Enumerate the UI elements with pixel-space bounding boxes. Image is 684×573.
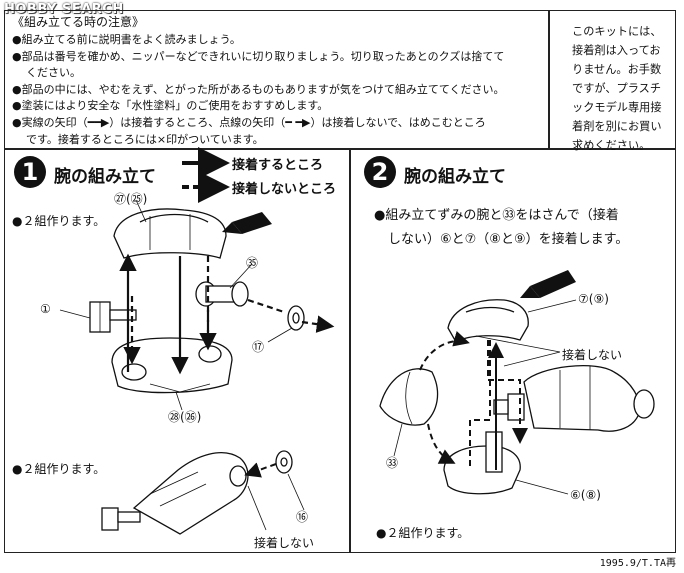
caution-bullet: ●組み立てる前に説明書をよく読みましょう。 bbox=[12, 33, 241, 46]
legend-glue-label: 接着するところ bbox=[232, 158, 324, 173]
step1-note-bottom: ●２組作ります。 bbox=[12, 462, 106, 476]
step2-title: 腕の組み立て bbox=[404, 167, 506, 187]
step2-assembled-arm bbox=[493, 365, 655, 432]
part-16-label: ⑯ bbox=[296, 510, 309, 524]
step1-note-top: ●２組作ります。 bbox=[12, 214, 106, 228]
caution-bullet: ●実線の矢印（━━▶）は接着するところ、点線の矢印（━ ━▶）は接着しないで、は… bbox=[12, 115, 486, 129]
step1-bottom-arrows bbox=[244, 462, 305, 531]
part-35-label: ㉟ bbox=[246, 256, 259, 270]
step1-number: 1 bbox=[14, 156, 46, 188]
step2-caution-arrow bbox=[520, 270, 576, 298]
step1-upper-arm-shell bbox=[113, 208, 227, 259]
caution-box bbox=[4, 10, 676, 150]
step2-panel bbox=[350, 148, 676, 553]
print-date-code: 1995.9/T.TA再 bbox=[599, 558, 676, 569]
step1-part-17-cap bbox=[287, 305, 305, 331]
part-17-label: ⑰ bbox=[252, 340, 265, 354]
caution-bullet: ●部品は番号を確かめ、ニッパーなどできれいに切り取りましょう。切り取ったあとのク… bbox=[12, 49, 505, 63]
step2-part-6-shell bbox=[443, 431, 521, 495]
step2-part-33-cone bbox=[379, 368, 439, 426]
step1-caution-arrow bbox=[222, 212, 272, 234]
step1-lower-arm-shell bbox=[111, 337, 233, 394]
caution-bullet: ●部品の中には、やむをえず、とがった所があるものもありますが気をつけて組み立てて… bbox=[12, 82, 505, 96]
step1-part-35-joint bbox=[195, 281, 249, 307]
part-7-label: ⑦(⑨) bbox=[578, 292, 609, 306]
caution-bullet: ●塗装にはより安全な「水性塗料」のご使用をおすすめします。 bbox=[12, 99, 329, 113]
caution-bullet: ください。 bbox=[26, 66, 81, 80]
step1-noglue-label: 接着しない bbox=[254, 536, 315, 550]
part-1-label: ① bbox=[40, 302, 51, 316]
caution-box-divider bbox=[548, 10, 550, 150]
step2-assembly-arrows bbox=[419, 331, 528, 470]
step1-panel bbox=[4, 148, 350, 553]
step1-leader-lines bbox=[59, 199, 293, 411]
step2-note-bottom: ●２組作ります。 bbox=[376, 526, 470, 540]
part-33-label: ㉝ bbox=[386, 456, 399, 470]
caution-bullet: です。接着するところには×印がついています。 bbox=[26, 132, 264, 146]
step2-part-7-shell bbox=[447, 299, 529, 343]
step2-note-line1: ●組み立てずみの腕と㉝をはさんで（接着 bbox=[374, 208, 619, 223]
step1-assembled-arm bbox=[101, 452, 249, 535]
step1-part-16-cap bbox=[275, 450, 293, 474]
step2-noglue-label: 接着しない bbox=[562, 348, 623, 362]
step1-part-1-bracket bbox=[89, 301, 137, 333]
part-6-label: ⑥(⑧) bbox=[570, 488, 601, 502]
step1-assembly-arrows bbox=[119, 253, 335, 375]
part-28-label: ㉘(㉖) bbox=[168, 410, 202, 424]
glue-not-included-note: このキットには、 接着剤は入ってお りません。お手数 ですが、プラスチ ックモデ… bbox=[572, 25, 662, 152]
legend-noglue-label: 接着しないところ bbox=[232, 182, 337, 197]
step1-title: 腕の組み立て bbox=[54, 167, 156, 187]
step2-number: 2 bbox=[364, 156, 396, 188]
hobby-search-watermark: HOBBY SEARCH bbox=[4, 2, 124, 17]
caution-bullets: ●組み立てる前に説明書をよく読みましょう。 ●部品は番号を確かめ、ニッパーなどで… bbox=[12, 32, 544, 148]
step2-note-line2: しない）⑥と⑦（⑧と⑨）を接着します。 bbox=[388, 232, 629, 247]
part-27-label: ㉗(㉕) bbox=[114, 192, 148, 206]
caution-title: 《組み立てる時の注意》 bbox=[12, 15, 145, 29]
step2-leader-lines bbox=[393, 299, 577, 495]
